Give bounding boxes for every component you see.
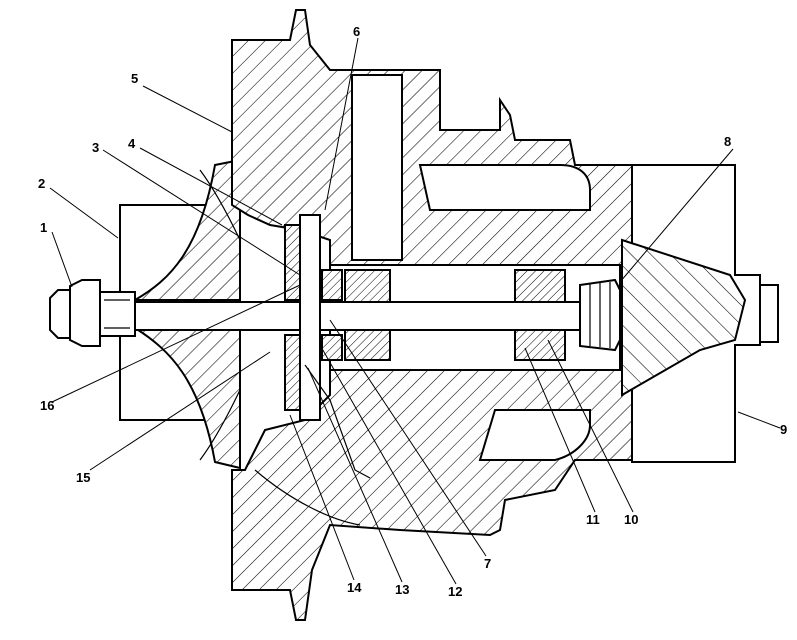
callout-2: 2: [38, 176, 45, 191]
callout-11: 11: [586, 512, 600, 527]
callout-1: 1: [40, 220, 47, 235]
piston-ring-seal: [579, 278, 621, 352]
callout-13: 13: [395, 582, 409, 597]
thrust-assembly: [284, 214, 343, 421]
shaft-nut: [49, 279, 136, 347]
turbine-wheel: [621, 164, 779, 463]
callout-14: 14: [347, 580, 362, 595]
callout-3: 3: [92, 140, 99, 155]
oil-deflector: [304, 364, 371, 479]
callout-7: 7: [484, 556, 491, 571]
callout-10: 10: [624, 512, 638, 527]
callout-16: 16: [40, 398, 54, 413]
callout-15: 15: [76, 470, 90, 485]
callout-labels: 1 2 3 4 5 6 7 8 9 10 11 12 13 14 15 16: [38, 24, 787, 599]
shaft: [134, 301, 581, 331]
callout-4: 4: [128, 136, 136, 151]
callout-12: 12: [448, 584, 462, 599]
callout-6: 6: [353, 24, 360, 39]
callout-5: 5: [131, 71, 138, 86]
callout-9: 9: [780, 422, 787, 437]
callout-8: 8: [724, 134, 731, 149]
leader-lines: [49, 37, 781, 585]
journal-bearings: [344, 269, 566, 361]
